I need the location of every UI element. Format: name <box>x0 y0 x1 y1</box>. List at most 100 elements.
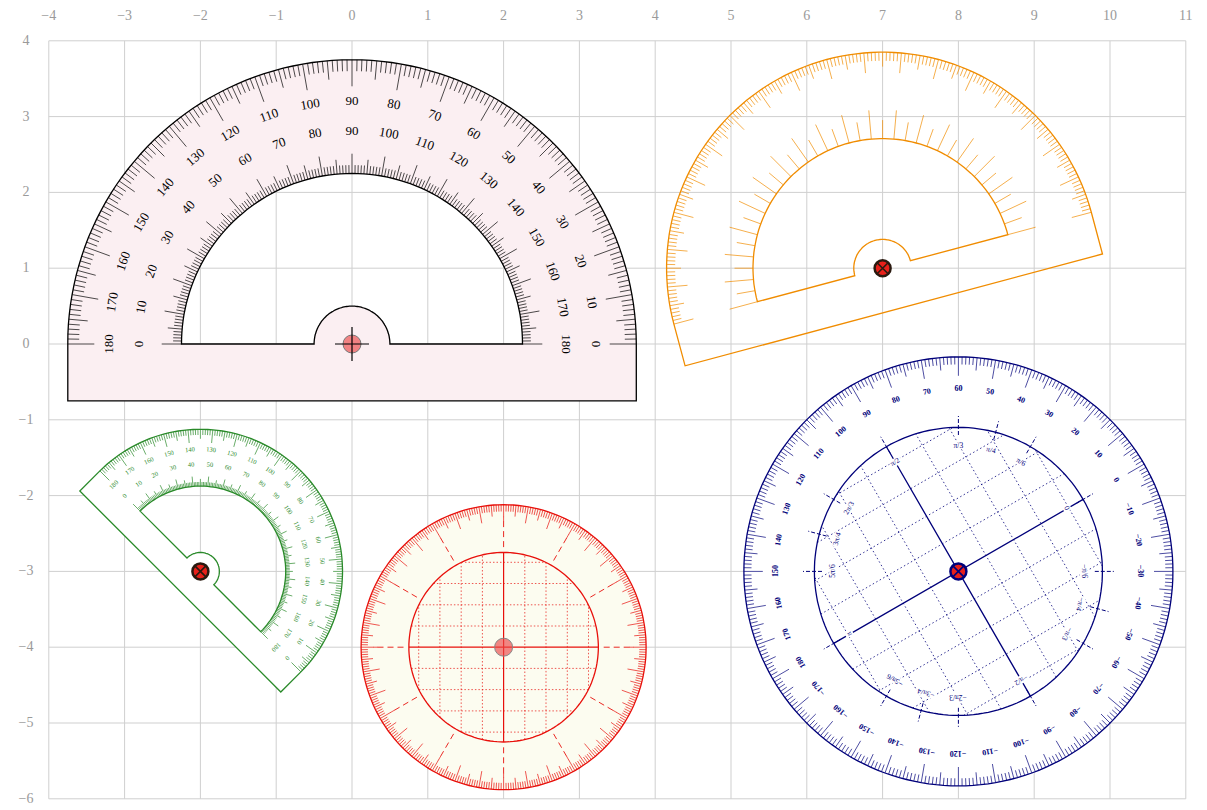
outer-degree-label: 180 <box>101 334 114 354</box>
axis-tick-label: 11 <box>1179 9 1192 23</box>
radian-ticks <box>803 416 1114 727</box>
protractor-outline <box>80 429 343 692</box>
outer-degree-label: 170 <box>125 466 137 477</box>
outer-degree-label: 40 <box>318 579 325 586</box>
outer-degree-label: 70 <box>427 106 444 123</box>
axis-tick-label: 9 <box>1031 9 1038 23</box>
degree-label: 90 <box>862 408 873 419</box>
outer-degree-label: 50 <box>318 557 325 564</box>
outer-degree-label: 170 <box>104 291 120 312</box>
outer-degree-label: 10 <box>585 294 600 309</box>
outer-degree-label: 150 <box>130 210 151 233</box>
degree-label: 0 <box>1111 477 1120 484</box>
degree-ticks <box>100 429 343 672</box>
pivot-dot <box>950 563 966 579</box>
radian-label: 0 <box>1063 504 1072 513</box>
inner-circle <box>409 553 599 743</box>
axis-tick-label: 10 <box>1103 9 1117 23</box>
cross-lines <box>834 447 1083 696</box>
outer-degree-label: 60 <box>314 536 322 544</box>
degree-label: −160 <box>833 702 851 719</box>
outer-degree-label: 40 <box>530 178 548 196</box>
axis-tick-label: 0 <box>349 9 356 23</box>
outer-degree-label: 160 <box>143 456 155 466</box>
degree-label: 80 <box>891 395 901 405</box>
outer-degree-label: 30 <box>554 213 572 231</box>
degree-ticks <box>68 60 637 344</box>
outer-degree-label: 130 <box>206 446 216 453</box>
outer-degree-label: 90 <box>346 93 359 106</box>
outer-degree-label: 110 <box>246 456 257 466</box>
inner-degree-label: 100 <box>282 504 293 516</box>
inner-degree-label: 120 <box>299 538 308 549</box>
inner-circle <box>814 427 1102 715</box>
degree-label: −70 <box>1091 681 1105 696</box>
degree-label: 110 <box>812 447 826 461</box>
outer-degree-label: 30 <box>314 599 322 607</box>
degree-label: −170 <box>811 679 828 697</box>
pivot-cross <box>194 565 206 577</box>
outer-degree-label: 0 <box>590 341 603 348</box>
outer-degree-label: 140 <box>154 175 176 198</box>
inner-degree-label: 10 <box>134 299 149 314</box>
axis-tick-label: −2 <box>193 9 208 23</box>
degree-label: 140 <box>774 533 784 546</box>
circle-protractor-rim <box>744 357 1173 786</box>
inner-degree-label: 170 <box>554 296 570 317</box>
inner-degree-label: 80 <box>307 126 322 141</box>
degree-ticks <box>667 52 1092 324</box>
radian-label: π <box>845 630 854 639</box>
inner-degree-label: 60 <box>224 464 232 472</box>
outer-degree-label: 50 <box>500 148 518 166</box>
degree-label: −30 <box>1136 565 1144 578</box>
inner-degree-label: 70 <box>241 470 250 479</box>
pivot-dot <box>192 563 208 579</box>
outer-degree-label: 160 <box>113 249 132 272</box>
outer-degree-label: 90 <box>282 480 291 489</box>
radian-label: −5π/6 <box>885 672 906 688</box>
inner-degree-label: 60 <box>236 150 254 168</box>
outer-degree-label: 80 <box>387 96 402 111</box>
outer-degree-label: 140 <box>185 446 195 453</box>
inner-degree-label: 20 <box>143 263 160 280</box>
outer-degree-label: 20 <box>573 252 590 269</box>
degree-ticks <box>361 505 646 790</box>
degree-label: −10 <box>1123 502 1135 517</box>
degree-label: 160 <box>774 596 784 609</box>
pivot-cross <box>952 565 964 577</box>
axis-tick-label: 0 <box>23 337 30 351</box>
grid-lines <box>49 41 1186 799</box>
axis-tick-label: 1 <box>424 9 431 23</box>
radian-label: π/2 <box>889 456 903 468</box>
degree-label: 50 <box>985 388 994 397</box>
outer-degree-label: 100 <box>265 466 277 477</box>
axis-tick-label: −3 <box>117 9 132 23</box>
outer-degree-label: 0 <box>283 654 290 661</box>
degree-label: 20 <box>1070 426 1081 437</box>
dashed-ticks <box>373 517 634 778</box>
axis-tick-label: 3 <box>23 110 30 124</box>
axis-tick-label: −4 <box>19 640 34 654</box>
degree-label: 30 <box>1044 408 1055 419</box>
radian-label: π/6 <box>1014 456 1028 468</box>
radian-label: −π/6 <box>1080 563 1088 579</box>
degree-label: −50 <box>1123 626 1135 641</box>
degree-label: 170 <box>782 627 794 641</box>
inner-degree-label: 30 <box>169 464 177 472</box>
outer-degree-label: 100 <box>299 96 320 112</box>
inner-degree-label: 0 <box>132 341 145 348</box>
inner-degree-label: 140 <box>504 195 526 218</box>
inner-degree-label: 90 <box>271 491 280 500</box>
outer-degree-label: 180 <box>108 479 119 490</box>
radian-label: −2π/3 <box>949 693 969 701</box>
outer-degree-label: 120 <box>218 122 241 143</box>
axis-tick-label: −1 <box>269 9 284 23</box>
inner-degree-label: 180 <box>559 334 572 354</box>
degree-label: −110 <box>981 745 998 756</box>
inner-degree-label: 90 <box>346 124 359 137</box>
degree-ticks <box>744 357 1173 786</box>
axis-tick-label: −6 <box>19 792 34 806</box>
protractor-outline <box>68 60 637 401</box>
